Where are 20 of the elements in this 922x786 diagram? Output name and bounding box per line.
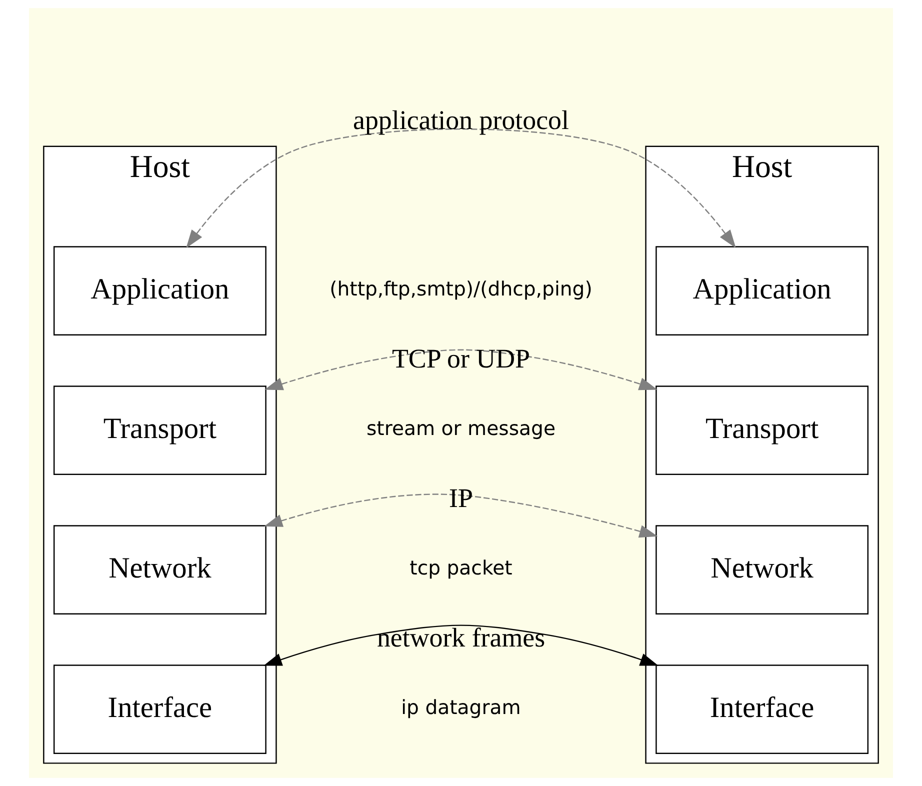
node-box: Interface bbox=[656, 664, 869, 754]
label: tcp packet bbox=[410, 556, 512, 580]
edge-label: IP bbox=[449, 482, 473, 513]
label: stream or message bbox=[366, 416, 556, 440]
edge-label: TCP or UDP bbox=[392, 343, 530, 374]
node-box: Transport bbox=[53, 386, 266, 475]
label: (http,ftp,smtp)/(dhcp,ping) bbox=[330, 277, 592, 300]
node-box: Interface bbox=[53, 664, 266, 754]
node-box: Transport bbox=[656, 386, 869, 475]
label: ip datagram bbox=[401, 696, 521, 719]
node-box: Network bbox=[656, 525, 869, 614]
edge-label: application protocol bbox=[353, 104, 569, 135]
arrow bbox=[186, 128, 736, 248]
arrow bbox=[263, 624, 659, 666]
node-box: Application bbox=[53, 246, 266, 336]
arrow bbox=[264, 494, 658, 538]
node-box: Network bbox=[53, 525, 266, 614]
node-box: Application bbox=[656, 246, 869, 336]
arrow bbox=[264, 349, 658, 390]
edge-label: network frames bbox=[376, 622, 546, 652]
